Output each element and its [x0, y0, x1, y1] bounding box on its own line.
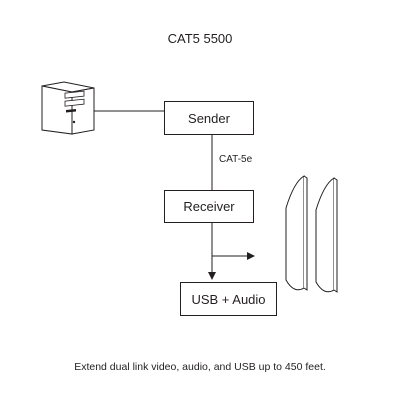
- receiver-label: Receiver: [183, 199, 235, 214]
- dual-monitor-icon: [285, 175, 338, 293]
- desktop-tower-icon: [41, 81, 95, 135]
- diagram-title: CAT5 5500: [167, 31, 233, 46]
- down-arrowhead: [208, 272, 216, 280]
- monitor-right: [315, 177, 338, 293]
- diagram-caption: Extend dual link video, audio, and USB u…: [74, 361, 326, 373]
- sender-label: Sender: [188, 110, 230, 126]
- cable-label: CAT-5e: [219, 154, 253, 165]
- sender-box: Sender: [164, 101, 254, 135]
- receiver-box: Receiver: [164, 190, 254, 223]
- usb-audio-box: USB + Audio: [180, 282, 277, 316]
- monitor-left: [285, 175, 308, 291]
- right-arrowhead: [247, 252, 255, 260]
- usb-audio-label: USB + Audio: [191, 291, 266, 307]
